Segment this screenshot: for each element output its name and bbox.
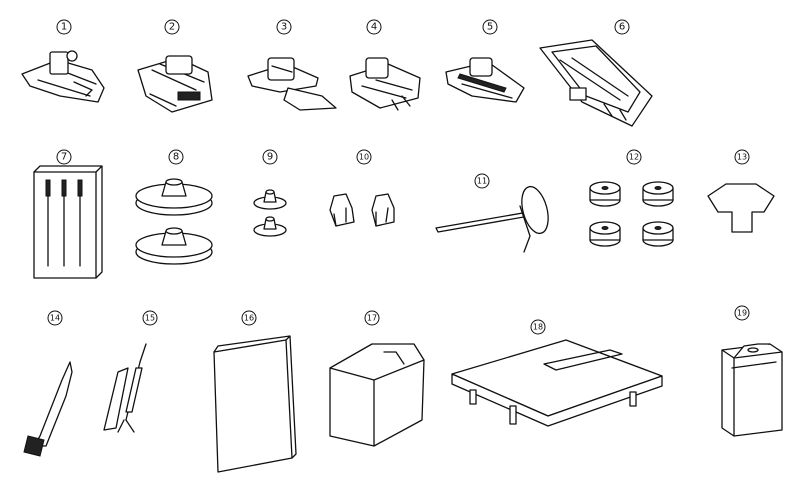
- num-label-13-text: 13: [737, 153, 747, 162]
- presser-foot-zipper-illustration: [247, 57, 337, 111]
- num-label-9: 9: [262, 149, 278, 165]
- num-label-16: 16: [241, 310, 257, 326]
- seam-ripper-illustration: [103, 343, 147, 433]
- num-label-19: 19: [734, 305, 750, 321]
- presser-foot-zigzag-illustration: [21, 50, 105, 103]
- dust-cover-illustration: [329, 343, 425, 447]
- num-label-8-text: 8: [173, 152, 179, 163]
- num-label-5-text: 5: [487, 22, 493, 33]
- num-label-14: 14: [47, 310, 63, 326]
- num-label-3: 3: [276, 19, 292, 35]
- spool-pins-illustration: [329, 193, 395, 227]
- spool-caps-small-illustration: [253, 189, 287, 237]
- num-label-1: 1: [56, 19, 72, 35]
- num-label-14-text: 14: [50, 314, 60, 323]
- presser-foot-blind-hem-illustration: [445, 57, 525, 103]
- spool-caps-large-illustration: [135, 178, 213, 265]
- num-label-6: 6: [614, 19, 630, 35]
- num-label-12-text: 12: [629, 153, 639, 162]
- num-label-7: 7: [56, 149, 72, 165]
- num-label-5: 5: [482, 19, 498, 35]
- num-label-2-text: 2: [169, 22, 175, 33]
- num-label-15-text: 15: [145, 314, 155, 323]
- accessory-pack-illustration: [721, 343, 783, 437]
- num-label-1-text: 1: [61, 22, 67, 33]
- num-label-16-text: 16: [244, 314, 254, 323]
- num-label-13: 13: [734, 149, 750, 165]
- num-label-17: 17: [364, 310, 380, 326]
- num-label-4: 4: [366, 19, 382, 35]
- num-label-12: 12: [626, 149, 642, 165]
- num-label-7-text: 7: [61, 152, 67, 163]
- num-label-18-text: 18: [533, 323, 543, 332]
- num-label-6-text: 6: [619, 22, 625, 33]
- num-label-8: 8: [168, 149, 184, 165]
- needle-pack-illustration: [33, 165, 103, 279]
- lint-brush-illustration: [23, 361, 73, 457]
- instruction-manual-illustration: [213, 335, 297, 473]
- num-label-10-text: 10: [359, 153, 369, 162]
- num-label-10: 10: [356, 149, 372, 165]
- extra-spool-pin-illustration: [435, 185, 549, 253]
- num-label-4-text: 4: [371, 22, 377, 33]
- num-label-17-text: 17: [367, 314, 377, 323]
- presser-foot-buttonhole-illustration: [539, 39, 653, 127]
- num-label-9-text: 9: [267, 152, 273, 163]
- num-label-11: 11: [474, 173, 490, 189]
- extension-table-illustration: [451, 339, 663, 427]
- num-label-18: 18: [530, 319, 546, 335]
- num-label-3-text: 3: [281, 22, 287, 33]
- bobbins-illustration: [589, 181, 674, 247]
- presser-foot-button-illustration: [349, 57, 421, 111]
- num-label-15: 15: [142, 310, 158, 326]
- num-label-19-text: 19: [737, 309, 747, 318]
- screwdriver-disc-illustration: [707, 183, 775, 233]
- num-label-2: 2: [164, 19, 180, 35]
- num-label-11-text: 11: [477, 177, 487, 186]
- presser-foot-satin-illustration: [137, 55, 213, 113]
